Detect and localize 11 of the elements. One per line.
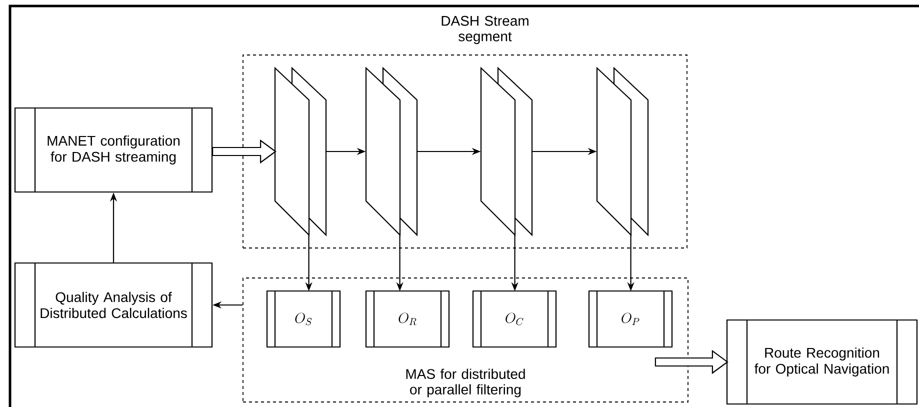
group-label: MAS for distributed or parallel filtering — [406, 368, 525, 398]
operator-box: $O_R$ — [365, 290, 450, 348]
process-box: Route Recognition for Optical Navigation — [726, 319, 918, 405]
block-arrow — [654, 350, 728, 374]
process-box: Quality Analysis of Distributed Calculations — [14, 262, 213, 348]
operator-box: $O_S$ — [266, 290, 341, 348]
group-heading: DASH Stream segment — [442, 16, 528, 44]
block-arrow — [212, 139, 276, 164]
process-box: MANET configuration for DASH streaming — [14, 107, 213, 193]
operator-box: $O_P$ — [588, 290, 673, 348]
operator-box: $O_C$ — [472, 290, 557, 348]
